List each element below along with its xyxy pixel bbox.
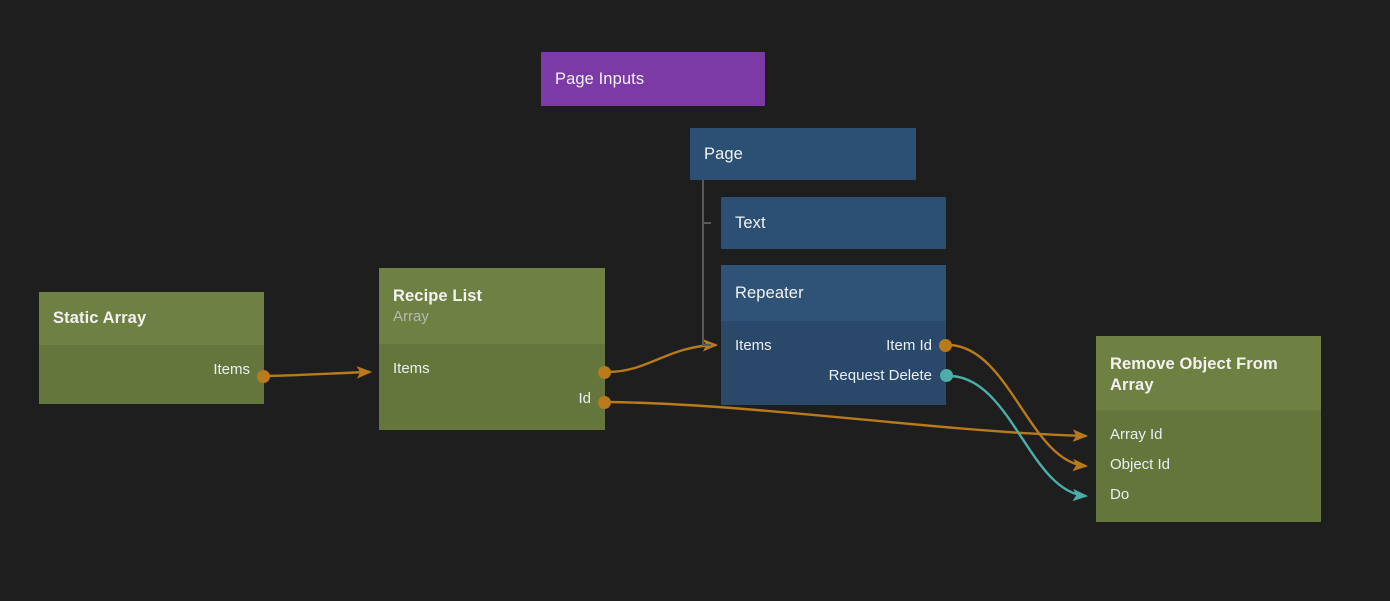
port-remove-array-id-in[interactable]: Array Id xyxy=(1110,426,1163,443)
port-repeater-item-id-out[interactable]: Item Id xyxy=(886,337,932,354)
port-remove-object-id-in[interactable]: Object Id xyxy=(1110,456,1171,473)
port-dot-static-array-items[interactable] xyxy=(257,370,270,383)
edge-static-array-items-to-recipe-list-items xyxy=(265,366,373,379)
node-text-title: Text xyxy=(735,213,766,232)
node-remove-object-from-array-header: Remove Object From Array xyxy=(1096,336,1321,410)
node-remove-object-from-array-body: Array Id Object Id Do xyxy=(1096,410,1321,522)
node-page-title: Page xyxy=(704,144,743,163)
port-dot-recipe-list-items-out[interactable] xyxy=(598,366,611,379)
port-remove-do-in[interactable]: Do xyxy=(1110,486,1130,503)
tree-connector-stub-repeater xyxy=(702,344,711,346)
node-repeater-title: Repeater xyxy=(735,283,804,302)
port-dot-repeater-request-delete[interactable] xyxy=(940,369,953,382)
node-recipe-list-title: Recipe List xyxy=(393,286,483,305)
node-static-array[interactable]: Static Array Items xyxy=(39,292,264,404)
node-repeater[interactable]: Repeater Items Item Id Request Delete xyxy=(721,265,946,405)
node-page[interactable]: Page xyxy=(690,128,916,180)
port-static-array-items-out[interactable]: Items xyxy=(213,361,250,378)
port-recipe-list-items-in[interactable]: Items xyxy=(393,360,430,377)
node-recipe-list[interactable]: Recipe List Array Items Id xyxy=(379,268,605,430)
node-static-array-title: Static Array xyxy=(53,309,147,327)
port-repeater-request-delete-out[interactable]: Request Delete xyxy=(828,367,932,384)
node-recipe-list-header: Recipe List Array xyxy=(379,268,605,344)
node-page-inputs-title: Page Inputs xyxy=(555,69,645,88)
node-recipe-list-subtitle: Array xyxy=(393,307,429,325)
tree-connector-stub-text xyxy=(702,222,711,224)
node-remove-object-from-array-title: Remove Object From Array xyxy=(1110,355,1278,394)
node-static-array-body: Items xyxy=(39,345,264,404)
port-repeater-items-in[interactable]: Items xyxy=(735,337,772,354)
port-dot-repeater-item-id[interactable] xyxy=(939,339,952,352)
edge-recipe-list-id-to-remove-array-id xyxy=(607,400,1089,442)
node-static-array-header: Static Array xyxy=(39,292,264,345)
node-recipe-list-body: Items Id xyxy=(379,344,605,430)
node-remove-object-from-array[interactable]: Remove Object From Array Array Id Object… xyxy=(1096,336,1321,522)
edge-repeater-request-delete-to-remove-do xyxy=(950,374,1089,502)
node-repeater-header: Repeater xyxy=(721,265,946,321)
edge-recipe-list-items-to-repeater-items xyxy=(607,339,719,374)
port-recipe-list-id-out[interactable]: Id xyxy=(578,390,591,407)
edge-repeater-item-id-to-remove-object-id xyxy=(949,343,1089,472)
node-repeater-body: Items Item Id Request Delete xyxy=(721,321,946,405)
node-page-inputs[interactable]: Page Inputs xyxy=(541,52,765,106)
tree-connector-vertical xyxy=(702,180,704,346)
port-dot-recipe-list-id-out[interactable] xyxy=(598,396,611,409)
node-text[interactable]: Text xyxy=(721,197,946,249)
